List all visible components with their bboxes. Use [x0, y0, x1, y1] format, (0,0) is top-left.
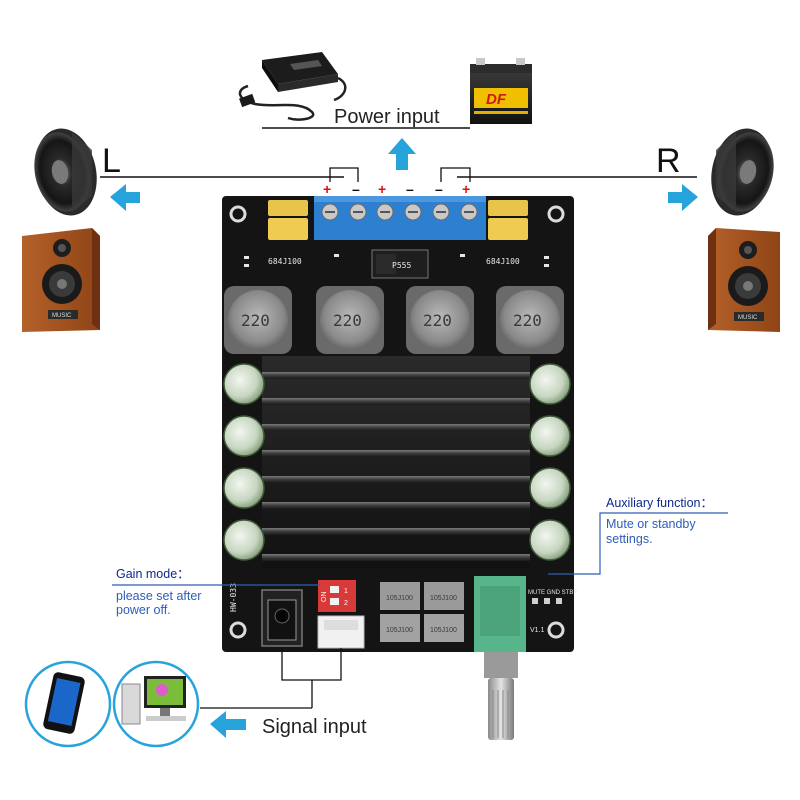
- terminal-sign-4: –: [406, 181, 414, 197]
- volume-knob-shaft: [484, 652, 518, 740]
- gain-mode-desc-line1: please set after: [116, 589, 201, 603]
- capacitor-code-left: 684J100: [268, 257, 302, 266]
- inductor-3: 220: [406, 286, 474, 354]
- speaker-power-terminal-block: [314, 196, 486, 240]
- terminal-bridge-wires: [329, 167, 471, 182]
- battery-brand-logo: DF: [486, 91, 507, 108]
- chip-label: P555: [392, 261, 411, 270]
- film-cap-code-1: 105J100: [386, 595, 413, 602]
- phone-source-icon: [24, 660, 112, 748]
- gain-mode-desc-line2: power off.: [116, 603, 171, 617]
- mounting-holes: [229, 205, 565, 639]
- dip-switch-number-2: 2: [344, 600, 348, 607]
- auxiliary-function-annotation: Auxiliary function： Mute or standby sett…: [548, 496, 728, 575]
- terminal-sign-1: +: [323, 181, 331, 197]
- inductor-2-code: 220: [333, 311, 362, 330]
- dip-switch-on-label: ON: [321, 592, 328, 603]
- audio-input-jack: [261, 589, 303, 647]
- amplifier-board: + – + – – + 684J100 684J100 P555 220 2: [222, 181, 577, 652]
- right-output-arrow-icon: [668, 184, 698, 211]
- film-cap-code-4: 105J100: [430, 627, 457, 634]
- film-cap-code-2: 105J100: [430, 595, 457, 602]
- regulator-chip: P555: [371, 249, 429, 279]
- electrolytic-capacitors-right: [529, 363, 571, 561]
- film-cap-code-3: 105J100: [386, 627, 413, 634]
- left-speaker-cabinet-image: MUSIC: [22, 228, 100, 332]
- power-up-arrow-icon: [388, 138, 416, 170]
- board-model: HW-033: [229, 583, 238, 612]
- right-speaker-cabinet-image: MUSIC: [708, 228, 780, 332]
- electrolytic-capacitors-left: [223, 363, 265, 561]
- inductor-1: 220: [224, 286, 292, 354]
- inductor-2: 220: [316, 286, 384, 354]
- control-header-pins: [532, 598, 562, 604]
- power-input-label: Power input: [334, 106, 440, 128]
- signal-input-wires: [200, 648, 342, 709]
- auxiliary-function-title: Auxiliary function：: [606, 496, 713, 510]
- right-cabinet-logo: MUSIC: [738, 315, 758, 321]
- computer-source-icon: [112, 660, 200, 748]
- inductor-1-code: 220: [241, 311, 270, 330]
- inductor-3-code: 220: [423, 311, 452, 330]
- signal-input-arrow-icon: [210, 711, 246, 738]
- left-channel-label: L: [102, 142, 121, 180]
- terminal-sign-6: +: [462, 181, 470, 197]
- battery-image: DF: [470, 58, 532, 124]
- signal-input-connector: [317, 615, 365, 649]
- gain-mode-annotation: Gain mode： please set after power off.: [112, 567, 320, 617]
- capacitor-code-right: 684J100: [486, 257, 520, 266]
- terminal-sign-2: –: [352, 181, 360, 197]
- left-speaker-driver-image: [34, 128, 97, 216]
- left-cabinet-logo: MUSIC: [52, 313, 72, 319]
- terminal-sign-3: +: [378, 181, 386, 197]
- right-channel-label: R: [656, 142, 681, 180]
- terminal-sign-5: –: [435, 181, 443, 197]
- dip-switch-number-1: 1: [344, 588, 348, 595]
- board-version: V1.1: [530, 627, 545, 634]
- control-header-label: MUTE GND STBY: [528, 590, 577, 596]
- input-film-capacitors: 105J100 105J100 105J100 105J100: [380, 582, 464, 642]
- power-adapter-image: [238, 52, 347, 121]
- volume-potentiometer: [474, 576, 526, 652]
- heatsink: [262, 356, 530, 568]
- film-capacitors-left: [268, 200, 308, 240]
- gain-dip-switch: ON 1 2: [318, 580, 356, 612]
- auxiliary-function-desc-line1: Mute or standby: [606, 517, 696, 531]
- auxiliary-function-desc-line2: settings.: [606, 532, 653, 546]
- inductor-4: 220: [496, 286, 564, 354]
- left-output-arrow-icon: [110, 184, 140, 211]
- film-capacitors-right: [488, 200, 528, 240]
- signal-input-label: Signal input: [262, 716, 367, 738]
- gain-mode-title: Gain mode：: [116, 567, 190, 581]
- inductor-4-code: 220: [513, 311, 542, 330]
- right-speaker-driver-image: [711, 128, 774, 216]
